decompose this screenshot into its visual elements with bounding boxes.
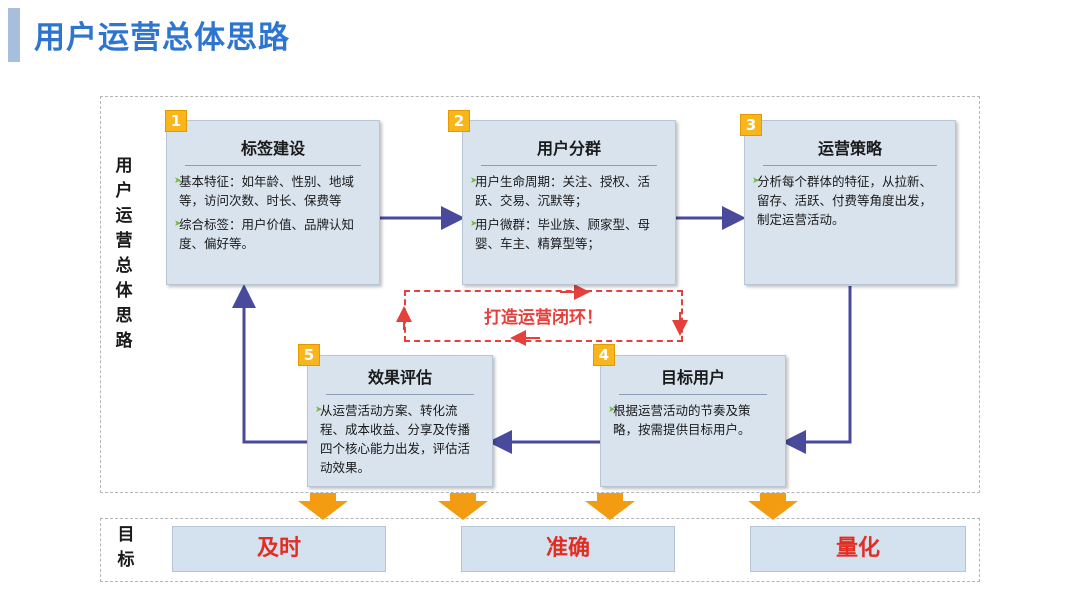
loop-frame [404, 290, 683, 342]
bullet-arrow-icon: ➤ [470, 176, 478, 186]
bullet-item: ➤从运营活动方案、转化流程、成本收益、分享及传播四个核心能力出发，评估活动效果。 [315, 403, 471, 475]
step-box-4: 目标用户 ➤根据运营活动的节奏及策略，按需提供目标用户。 [600, 355, 786, 487]
step-number-badge: 3 [740, 114, 762, 136]
goal-label: 目标 [117, 525, 135, 570]
bullet-item: ➤根据运营活动的节奏及策略，按需提供目标用户。 [608, 403, 751, 437]
bullet-arrow-icon: ➤ [752, 176, 760, 186]
step-box-3: 运营策略 ➤分析每个群体的特征，从拉新、留存、活跃、付费等角度出发，制定运营活动… [744, 120, 956, 285]
goal-box-accurate: 准确 [461, 526, 675, 572]
step-title: 效果评估 [367, 368, 432, 387]
divider [481, 165, 657, 166]
loop-label: 打造运营闭环！ [484, 308, 603, 328]
step-box-5: 效果评估 ➤从运营活动方案、转化流程、成本收益、分享及传播四个核心能力出发，评估… [307, 355, 493, 487]
bullet-item: ➤用户生命周期：关注、授权、活跃、交易、沉默等； [470, 174, 651, 208]
bullet-arrow-icon: ➤ [470, 219, 478, 229]
goal-frame [100, 518, 980, 582]
step-title: 标签建设 [240, 139, 305, 158]
divider [619, 394, 767, 395]
arrow-3-to-4 [782, 286, 852, 454]
down-arrow-3 [585, 493, 635, 520]
step-title: 运营策略 [817, 139, 882, 158]
divider [326, 394, 474, 395]
down-arrow-1 [298, 493, 348, 520]
step-title: 用户分群 [536, 139, 601, 158]
title-accent-bar [8, 8, 20, 62]
step-title: 目标用户 [660, 368, 725, 387]
down-arrow-4 [748, 493, 798, 520]
bullet-arrow-icon: ➤ [315, 405, 323, 415]
goal-box-quantified: 量化 [750, 526, 966, 572]
down-arrow-2 [438, 493, 488, 520]
bullet-item: ➤综合标签：用户价值、品牌认知度、偏好等。 [174, 217, 355, 251]
divider [185, 165, 361, 166]
bullet-item: ➤分析每个群体的特征，从拉新、留存、活跃、付费等角度出发，制定运营活动。 [752, 174, 933, 227]
bullet-arrow-icon: ➤ [608, 405, 616, 415]
step-number-badge: 1 [165, 110, 187, 132]
arrow-5-to-1 [232, 284, 307, 444]
bullet-item: ➤基本特征：如年龄、性别、地域等，访问次数、时长、保费等 [174, 174, 355, 208]
step-number-badge: 5 [298, 344, 320, 366]
step-number-badge: 2 [448, 110, 470, 132]
goal-box-timely: 及时 [172, 526, 386, 572]
bullet-arrow-icon: ➤ [174, 219, 182, 229]
side-label: 用户运营总体思路 [115, 156, 133, 351]
bullet-item: ➤用户微群：毕业族、顾家型、母婴、车主、精算型等； [470, 217, 651, 251]
step-box-1: 标签建设 ➤基本特征：如年龄、性别、地域等，访问次数、时长、保费等 ➤综合标签：… [166, 120, 380, 285]
step-box-2: 用户分群 ➤用户生命周期：关注、授权、活跃、交易、沉默等； ➤用户微群：毕业族、… [462, 120, 676, 285]
step-number-badge: 4 [593, 344, 615, 366]
bullet-arrow-icon: ➤ [174, 176, 182, 186]
page-title: 用户运营总体思路 [34, 20, 290, 56]
divider [763, 165, 937, 166]
process-frame [100, 96, 980, 493]
